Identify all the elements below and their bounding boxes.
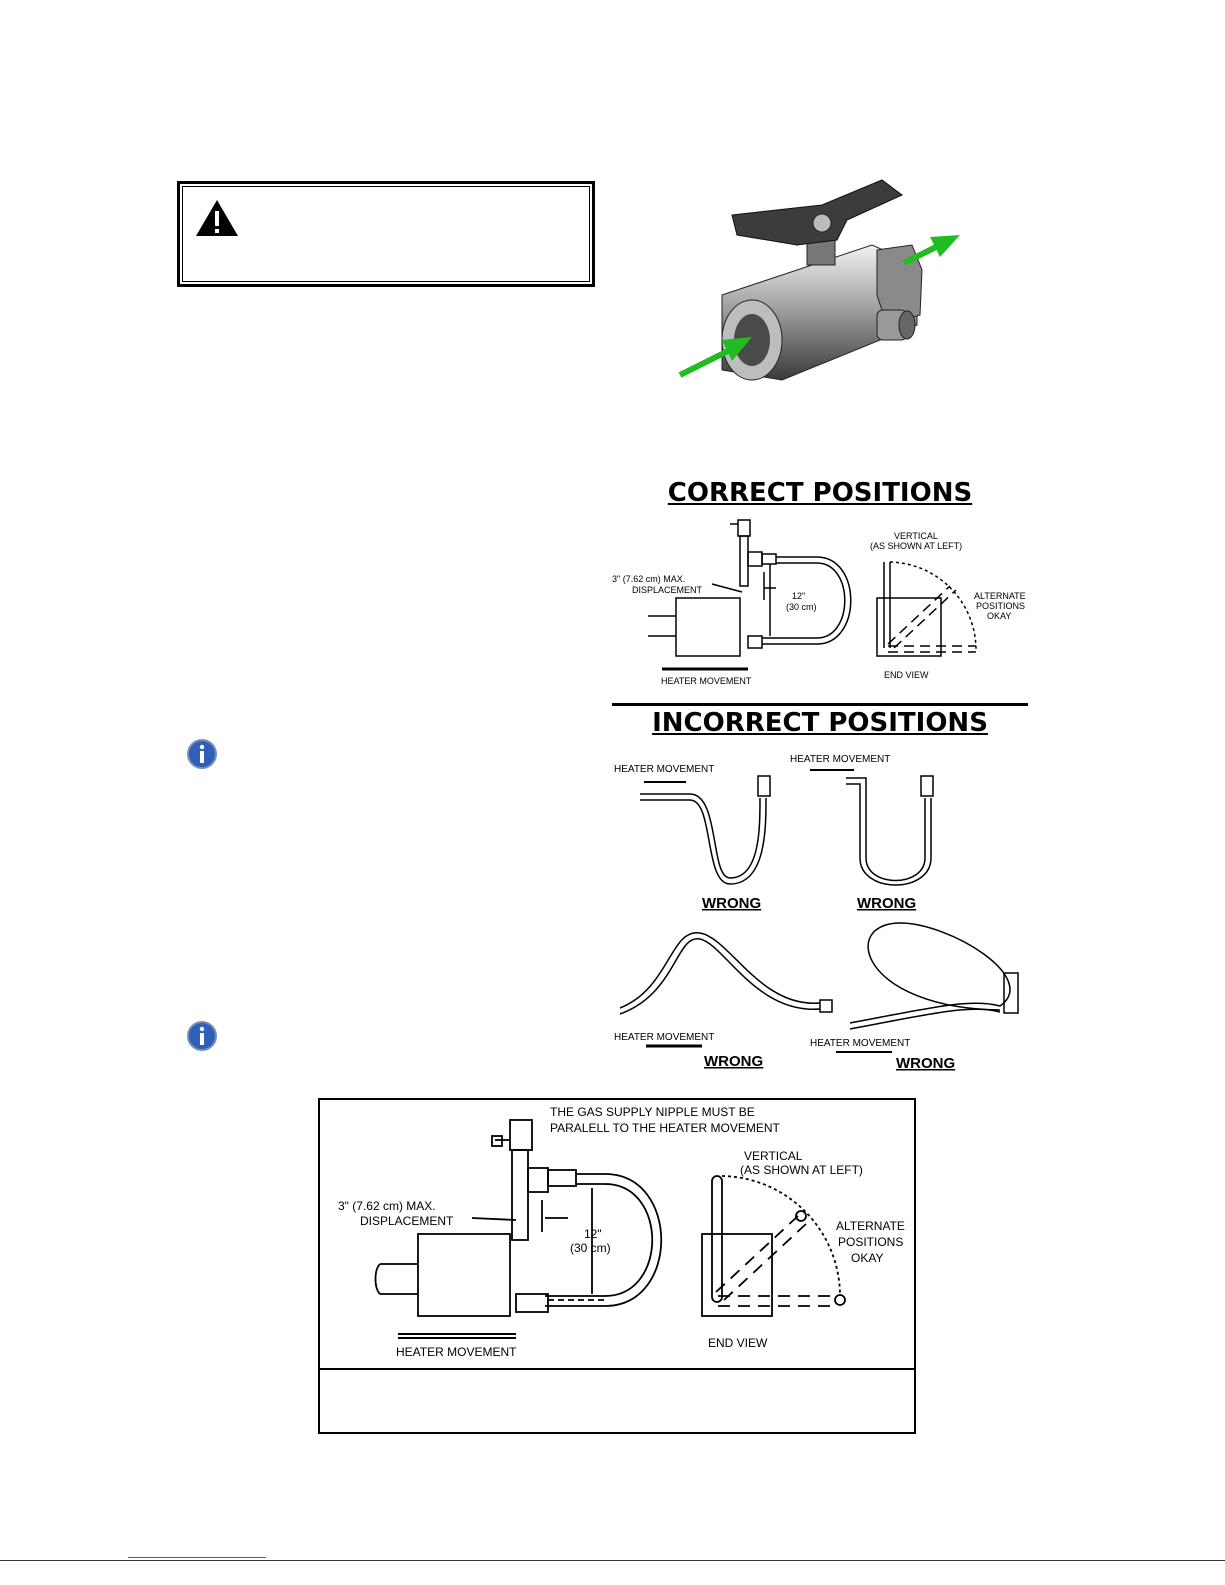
info-icon xyxy=(187,739,217,769)
length-label: (30 cm) xyxy=(786,602,817,612)
vertical-label: (AS SHOWN AT LEFT) xyxy=(870,541,962,551)
figure-divider xyxy=(320,1368,914,1370)
end-view-label: END VIEW xyxy=(884,670,929,680)
length-label: 12" xyxy=(584,1227,602,1241)
correct-positions-diagram: 3" (7.62 cm) MAX. DISPLACEMENT 12" (30 c… xyxy=(612,519,1026,686)
displacement-label: 3" (7.62 cm) MAX. xyxy=(338,1199,436,1213)
footer-link-underline xyxy=(128,1557,266,1558)
nipple-note: PARALELL TO THE HEATER MOVEMENT xyxy=(550,1121,781,1135)
alternate-label: POSITIONS xyxy=(838,1235,903,1249)
end-view-label: END VIEW xyxy=(708,1336,768,1350)
wrong-label: WRONG xyxy=(702,895,761,912)
displacement-label: DISPLACEMENT xyxy=(360,1214,454,1228)
vertical-label: (AS SHOWN AT LEFT) xyxy=(740,1163,863,1177)
length-label: (30 cm) xyxy=(570,1241,611,1255)
alternate-label: ALTERNATE xyxy=(836,1219,905,1233)
warning-icon xyxy=(196,200,238,236)
wrong-label: WRONG xyxy=(896,1055,955,1072)
vertical-label: VERTICAL xyxy=(744,1149,803,1163)
gas-supply-diagram: THE GAS SUPPLY NIPPLE MUST BE PARALELL T… xyxy=(338,1105,905,1359)
displacement-label: DISPLACEMENT xyxy=(632,585,703,595)
heater-movement-label: HEATER MOVEMENT xyxy=(790,754,890,765)
heater-movement-label: HEATER MOVEMENT xyxy=(661,676,752,686)
vertical-label: VERTICAL xyxy=(894,531,938,541)
ball-valve-image xyxy=(678,179,960,381)
info-icon xyxy=(187,1021,217,1051)
heater-movement-label: HEATER MOVEMENT xyxy=(614,1032,714,1043)
incorrect-positions-diagram: HEATER MOVEMENT HEATER MOVEMENT HEATER M… xyxy=(614,754,1019,1072)
heater-movement-label: HEATER MOVEMENT xyxy=(614,764,714,775)
incorrect-positions-heading: INCORRECT POSITIONS xyxy=(652,708,988,738)
correct-positions-heading: CORRECT POSITIONS xyxy=(667,478,973,508)
wrong-label: WRONG xyxy=(704,1053,763,1070)
warning-box xyxy=(177,181,595,287)
section-divider xyxy=(612,703,1028,706)
footer-rule xyxy=(0,1560,1225,1561)
wrong-label: WRONG xyxy=(857,895,916,912)
alternate-label: OKAY xyxy=(987,611,1011,621)
gas-supply-figure-box xyxy=(318,1098,916,1434)
length-label: 12" xyxy=(792,591,805,601)
heater-movement-label: HEATER MOVEMENT xyxy=(396,1345,517,1359)
alternate-label: OKAY xyxy=(851,1251,883,1265)
displacement-label: 3" (7.62 cm) MAX. xyxy=(612,574,685,584)
heater-movement-label: HEATER MOVEMENT xyxy=(810,1038,910,1049)
alternate-label: ALTERNATE xyxy=(974,591,1026,601)
alternate-label: POSITIONS xyxy=(976,601,1025,611)
nipple-note: THE GAS SUPPLY NIPPLE MUST BE xyxy=(550,1105,755,1119)
